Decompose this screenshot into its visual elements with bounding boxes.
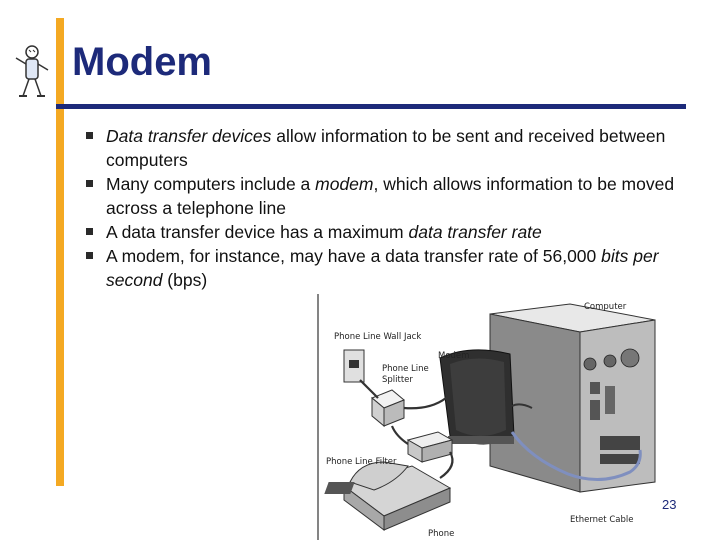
- bullet-item: Data transfer devices allow information …: [84, 124, 684, 172]
- bullet-item: A data transfer device has a maximum dat…: [84, 220, 684, 244]
- modem-connection-diagram: Computer Phone Line Wall Jack Modem Phon…: [317, 294, 656, 540]
- label-ethernet: Ethernet Cable: [570, 515, 633, 525]
- bullet-list: Data transfer devices allow information …: [84, 124, 684, 292]
- label-splitter-2: Splitter: [382, 375, 413, 385]
- modem-device-icon: [439, 349, 515, 445]
- computer-tower-icon: [489, 303, 656, 493]
- slide-title: Modem: [72, 40, 212, 84]
- phone-cable: [511, 403, 533, 409]
- bullet-text: Many computers include a: [106, 174, 316, 194]
- bullet-text: A data transfer device has a maximum: [106, 222, 409, 242]
- square-bullet-icon: [86, 228, 93, 235]
- label-computer: Computer: [584, 302, 627, 312]
- label-phone: Phone: [428, 529, 454, 539]
- phone-cable: [390, 425, 409, 445]
- square-bullet-icon: [86, 180, 93, 187]
- wall-jack-icon: [343, 349, 365, 383]
- phone-cable: [359, 379, 379, 399]
- page-number: 23: [662, 497, 677, 512]
- bullet-item: A modem, for instance, may have a data t…: [84, 244, 684, 292]
- bullet-text-italic: modem: [315, 174, 374, 194]
- phone-splitter-icon: [371, 389, 405, 428]
- bullet-text-italic: data transfer rate: [408, 222, 542, 242]
- phone-cable: [439, 451, 454, 479]
- bullet-text: allow information to be sent and receive…: [106, 126, 666, 170]
- bullet-text: (bps): [162, 270, 208, 290]
- square-bullet-icon: [86, 132, 93, 139]
- bullet-text-italic: Data transfer devices: [106, 126, 272, 146]
- stick-figure-mascot-icon: [15, 45, 49, 97]
- accent-bar: [56, 18, 64, 486]
- bullet-text: A modem, for instance, may have a data t…: [106, 246, 602, 266]
- label-wall-jack: Phone Line Wall Jack: [334, 332, 421, 342]
- square-bullet-icon: [86, 252, 93, 259]
- label-filter: Phone Line Filter: [326, 457, 397, 467]
- telephone-icon: [324, 461, 452, 531]
- bullet-text-italic: bits per second: [106, 246, 659, 290]
- phone-line-filter-icon: [406, 431, 454, 463]
- ethernet-cable: [510, 431, 642, 482]
- phone-cable: [403, 397, 447, 410]
- title-divider: [56, 104, 686, 109]
- bullet-text: , which allows information to be moved a…: [106, 174, 675, 218]
- bullet-item: Many computers include a modem, which al…: [84, 172, 684, 220]
- label-splitter-1: Phone Line: [382, 364, 429, 374]
- label-modem: Modem: [438, 351, 469, 361]
